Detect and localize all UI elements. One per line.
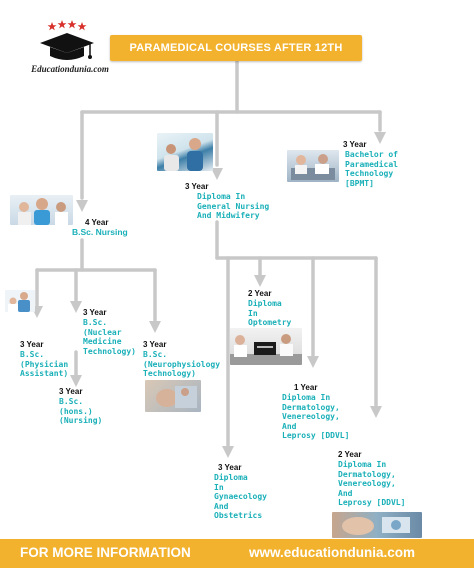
course-name-line: And: [282, 421, 297, 431]
course-duration: 2 Year: [338, 450, 362, 459]
course-nuclear-medicine: 3 Year B.Sc. (Nuclear Medicine Technolog…: [83, 308, 136, 356]
course-duration: 3 Year: [83, 308, 107, 317]
course-name-line: And: [338, 488, 353, 498]
course-name-line: And: [214, 501, 229, 511]
course-duration: 4 Year: [85, 218, 109, 227]
course-name-line: (Nursing): [59, 416, 103, 425]
course-name-line: B.Sc.: [59, 397, 84, 406]
course-name-line: Diploma In: [197, 192, 246, 201]
course-hons-nursing: 3 Year B.Sc. (hons.) (Nursing): [59, 387, 102, 426]
course-name-line: Obstetrics: [214, 511, 263, 520]
course-duration: 3 Year: [218, 463, 242, 472]
course-name-line: Technology: [345, 169, 394, 178]
course-name-line: B.Sc. Nursing: [72, 227, 128, 237]
course-name-line: Technology): [143, 369, 196, 378]
course-name-line: Venereology,: [338, 479, 396, 488]
course-physician-assistant: 3 Year B.Sc. (Physician Assistant): [20, 340, 68, 379]
course-name-line: In: [214, 482, 224, 492]
course-name-line: B.Sc.: [143, 350, 168, 359]
course-name-line: Diploma In: [282, 393, 331, 402]
course-name-line: Dermatology,: [282, 402, 340, 412]
course-ddvl-2-year: 2 Year Diploma In Dermatology, Venereolo…: [338, 450, 405, 508]
course-duration: 1 Year: [294, 383, 318, 392]
course-neurophysiology: 3 Year B.Sc. (Neurophysiology Technology…: [143, 340, 220, 379]
course-name-line: (Physician: [20, 359, 69, 369]
course-name-line: Diploma In: [338, 460, 387, 469]
footer-info-text: FOR MORE INFORMATION: [20, 545, 191, 560]
neurophysiology-photo: [145, 380, 201, 412]
course-name-line: And Midwifery: [197, 211, 260, 220]
course-name-line: In: [248, 308, 258, 318]
course-bsc-nursing: 4 Year B.Sc. Nursing: [72, 218, 128, 238]
course-bpmt: 3 Year Bachelor of Paramedical Technolog…: [343, 140, 398, 188]
course-name-line: Venereology,: [282, 412, 340, 421]
graduation-cap-icon: [40, 20, 94, 60]
course-duration: 2 Year: [248, 289, 272, 298]
course-name-line: (Nuclear: [83, 327, 122, 337]
course-name-line: Bachelor of: [345, 150, 398, 159]
physician-assistant-photo: [5, 290, 35, 312]
course-name-line: Dermatology,: [338, 469, 396, 479]
dermatology-photo: [332, 512, 422, 538]
course-name-line: [BPMT]: [345, 178, 374, 188]
logo-text: Educationdunia.com: [31, 64, 109, 74]
course-duration: 3 Year: [343, 140, 367, 149]
course-gynaecology: 3 Year Diploma In Gynaecology And Obstet…: [214, 463, 267, 521]
course-name-line: Leprosy [DDVL]: [282, 431, 350, 440]
course-gnm: 3 Year Diploma In General Nursing And Mi…: [185, 182, 269, 221]
course-name-line: (Neurophysiology: [143, 359, 221, 369]
optometry-photo: [230, 328, 302, 365]
course-duration: 3 Year: [20, 340, 44, 349]
educationdunia-logo: Educationdunia.com: [28, 20, 118, 76]
course-name-line: Assistant): [20, 369, 69, 378]
course-name-line: Leprosy [DDVL]: [338, 498, 406, 507]
course-name-line: General Nursing: [197, 201, 270, 211]
course-name-line: Diploma: [248, 299, 282, 308]
course-name-line: Gynaecology: [214, 492, 267, 501]
nursing-photo: [10, 195, 73, 225]
lab-photo: [287, 150, 339, 182]
course-duration: 3 Year: [185, 182, 209, 191]
course-duration: 3 Year: [59, 387, 83, 396]
course-duration: 3 Year: [143, 340, 167, 349]
course-ddvl-1-year: 1 Year Diploma In Dermatology, Venereolo…: [282, 383, 349, 441]
course-name-line: B.Sc.: [83, 318, 108, 327]
course-name-line: Diploma: [214, 473, 248, 482]
course-optometry: 2 Year Diploma In Optometry: [248, 289, 291, 328]
course-name-line: Optometry: [248, 318, 292, 327]
footer-website-link[interactable]: www.educationdunia.com: [249, 545, 416, 560]
course-name-line: Paramedical: [345, 159, 398, 169]
nurse-photo: [157, 133, 213, 171]
course-name-line: Medicine: [83, 337, 122, 346]
course-name-line: (hons.): [59, 406, 93, 416]
course-name-line: Technology): [83, 346, 136, 356]
page-title: PARAMEDICAL COURSES AFTER 12TH: [110, 35, 362, 61]
footer-bar: FOR MORE INFORMATION www.educationdunia.…: [0, 539, 474, 568]
course-name-line: B.Sc.: [20, 350, 45, 359]
